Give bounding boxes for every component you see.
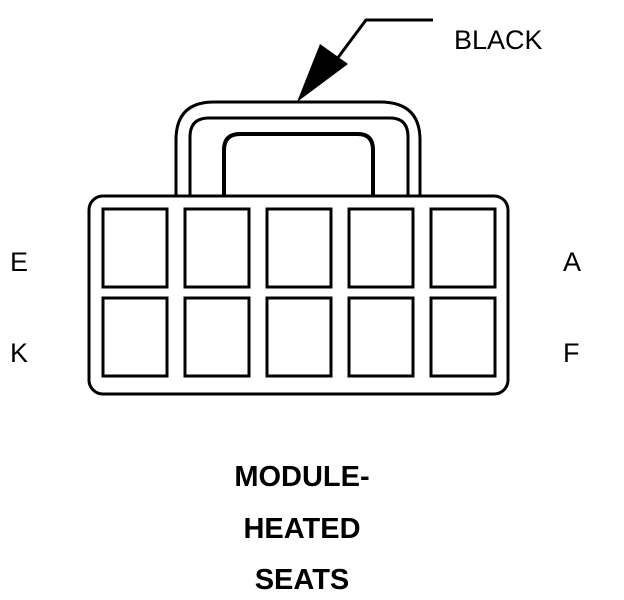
connector-latch [174,100,422,197]
latch-outer [174,100,422,197]
cavity [183,207,251,289]
caption-line-1: MODULE- [234,461,369,493]
cavity [265,296,333,378]
pin-label-e: E [10,247,28,277]
caption-line-2: HEATED [243,513,360,545]
cavity-grid [101,207,497,378]
color-callout: BLACK [297,18,543,102]
pin-label-k: K [10,338,28,368]
connector-caption: MODULE- HEATED SEATS [234,461,369,596]
latch-window [222,132,375,197]
cavity [429,207,497,289]
cavity [183,296,251,378]
cavity [347,207,415,289]
caption-line-3: SEATS [255,564,350,596]
pin-label-f: F [563,338,580,368]
cavity [429,296,497,378]
cavity [347,296,415,378]
cavity [265,207,333,289]
cavity [101,207,169,289]
cavity [101,296,169,378]
callout-leader-line [323,18,433,76]
color-label: BLACK [454,25,543,55]
pin-label-a: A [563,247,581,277]
callout-arrowhead [297,44,348,102]
latch-inner [188,116,410,197]
